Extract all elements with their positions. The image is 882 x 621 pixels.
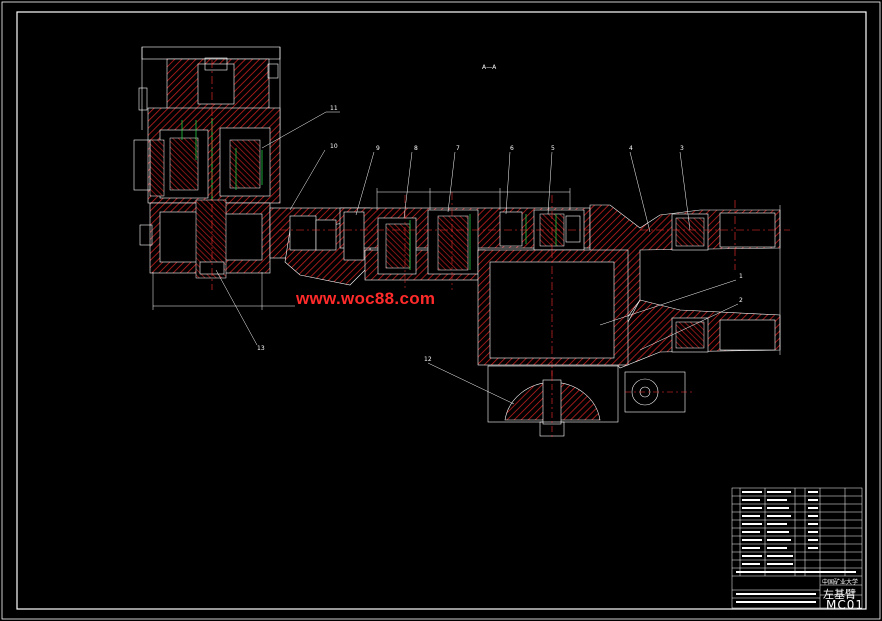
inner-frame: [16, 11, 867, 610]
gear-housing-assembly: [133, 46, 295, 310]
title-block-title: 左基臂: [823, 588, 856, 601]
callout-9: 9: [376, 145, 380, 152]
callout-6: 6: [510, 145, 514, 152]
callout-labels: 11 10 9 8 7 6 5 4 3 1 2 12 13: [257, 105, 743, 363]
callout-13: 13: [257, 345, 265, 352]
watermark-text: www.woc88.com: [296, 289, 436, 308]
callout-1: 1: [739, 273, 743, 280]
fork-bracket: [589, 200, 790, 369]
arm-body: [269, 188, 591, 390]
callout-2: 2: [739, 297, 743, 304]
callout-7: 7: [456, 145, 460, 152]
callout-8: 8: [414, 145, 418, 152]
title-block: [731, 487, 863, 609]
callout-3: 3: [680, 145, 684, 152]
central-box: [477, 249, 695, 413]
section-view-label: A—A: [482, 64, 497, 71]
leader-lines: [215, 111, 739, 405]
callout-11: 11: [330, 105, 338, 112]
callout-4: 4: [629, 145, 633, 152]
base-semicircle: [487, 365, 619, 440]
callout-10: 10: [330, 143, 338, 150]
title-block-school: 中国矿业大学: [822, 579, 859, 586]
callout-12: 12: [424, 356, 432, 363]
title-block-entries: [736, 491, 856, 603]
callout-5: 5: [551, 145, 555, 152]
title-block-drawing-code: MC01: [826, 598, 865, 612]
